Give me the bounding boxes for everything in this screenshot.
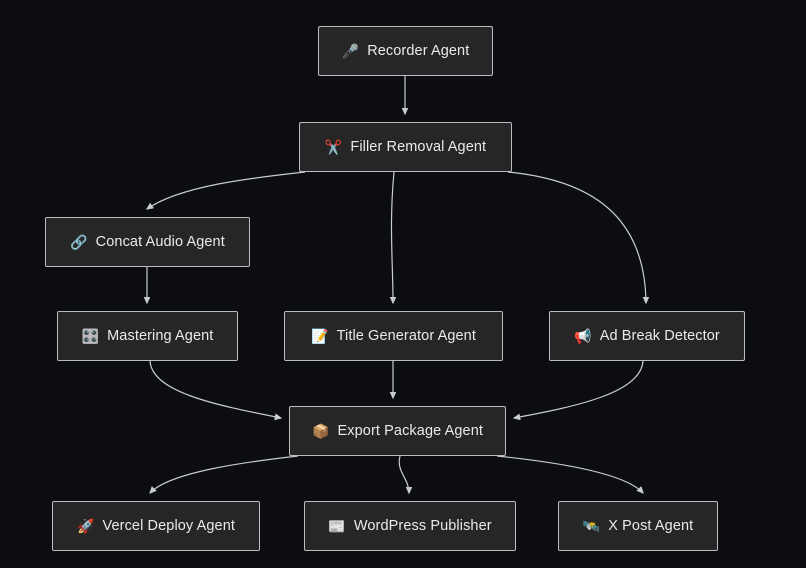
node-label: Vercel Deploy Agent: [102, 517, 236, 534]
node-label: Concat Audio Agent: [95, 233, 225, 250]
megaphone-icon: 📢: [574, 328, 592, 344]
node-label: Title Generator Agent: [336, 327, 476, 344]
node-label: Export Package Agent: [337, 422, 484, 439]
node-filler_removal[interactable]: ✂️ Filler Removal Agent: [299, 122, 512, 172]
edge-mastering-to-export_package: [149, 360, 281, 418]
link-icon: 🔗: [70, 234, 88, 250]
rocket-icon: 🚀: [76, 518, 95, 534]
package-icon: 📦: [311, 423, 330, 439]
node-title_generator[interactable]: 📝 Title Generator Agent: [284, 311, 503, 361]
scissors-icon: ✂️: [324, 139, 343, 155]
node-vercel_deploy[interactable]: 🚀 Vercel Deploy Agent: [52, 501, 260, 551]
node-export_package[interactable]: 📦 Export Package Agent: [289, 406, 506, 456]
microphone-icon: 🎤: [341, 43, 360, 59]
edge-export_package-to-x_post: [496, 455, 643, 493]
edge-export_package-to-wordpress: [398, 455, 409, 493]
node-label: Mastering Agent: [107, 327, 214, 344]
node-concat_audio[interactable]: 🔗 Concat Audio Agent: [45, 217, 250, 267]
edge-export_package-to-vercel_deploy: [150, 455, 299, 493]
node-mastering[interactable]: 🎛️ Mastering Agent: [57, 311, 238, 361]
node-label: X Post Agent: [608, 517, 694, 534]
newspaper-icon: 📰: [328, 518, 346, 534]
node-label: Filler Removal Agent: [350, 138, 487, 155]
node-label: Recorder Agent: [367, 42, 470, 59]
node-label: WordPress Publisher: [353, 517, 492, 534]
node-ad_break[interactable]: 📢 Ad Break Detector: [549, 311, 745, 361]
edge-filler_removal-to-title_generator: [391, 171, 394, 303]
memo-icon: 📝: [311, 328, 329, 344]
satellite-icon: 🛰️: [582, 518, 601, 534]
control-knobs-icon: 🎛️: [81, 328, 100, 344]
node-label: Ad Break Detector: [599, 327, 720, 344]
edge-filler_removal-to-concat_audio: [147, 171, 306, 209]
edge-ad_break-to-export_package: [514, 360, 644, 418]
edge-filler_removal-to-ad_break: [507, 171, 646, 303]
node-wordpress[interactable]: 📰 WordPress Publisher: [304, 501, 516, 551]
node-x_post[interactable]: 🛰️ X Post Agent: [558, 501, 718, 551]
node-recorder[interactable]: 🎤 Recorder Agent: [318, 26, 493, 76]
